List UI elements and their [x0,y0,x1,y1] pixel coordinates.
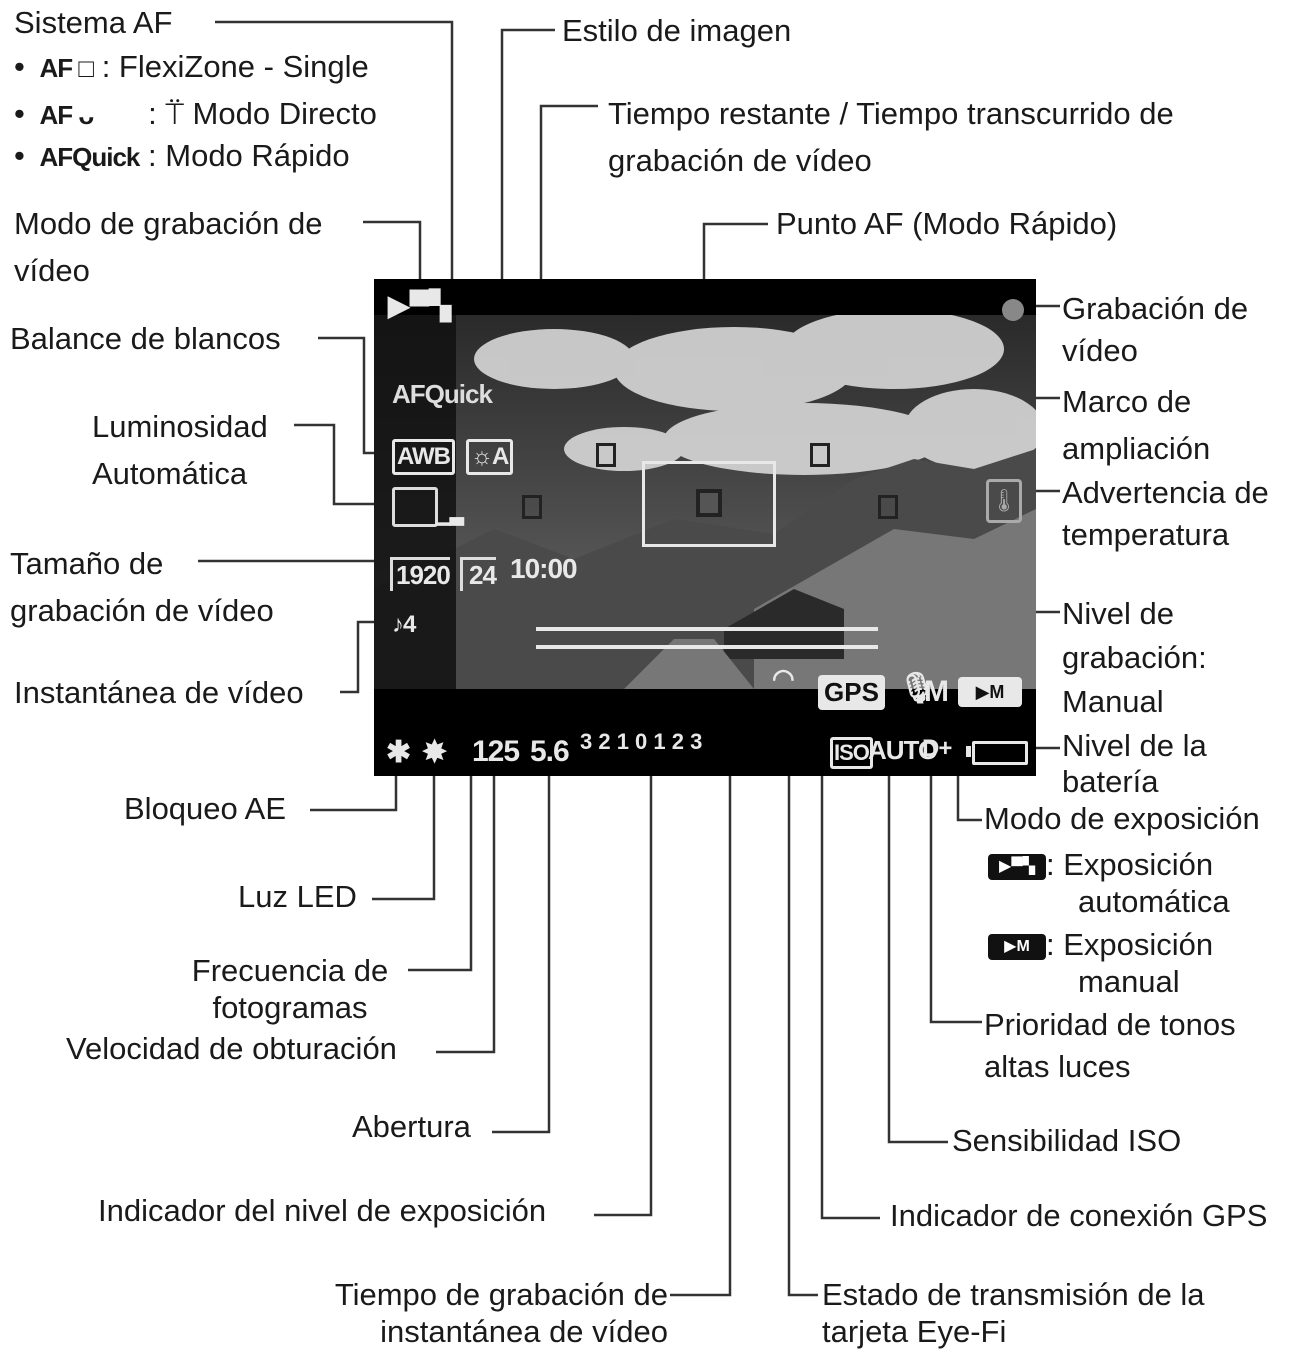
ae-lock-icon: ✱ [386,736,412,769]
line-eyefi [787,705,818,1297]
label-led: Luz LED [238,879,357,914]
line-iso [887,765,948,1144]
screen-mic: M [924,675,949,708]
label-shutter: Velocidad de obturación [66,1031,397,1066]
label-auto-exposure: ▶▀▚: Exposición automática [988,846,1230,920]
label-rec-size: Tamaño de grabación de vídeo [10,546,274,628]
screen-awb: AWB [392,439,455,475]
screen-gps: GPS [818,675,885,710]
screen-exposure-scale: 3 2 1 0 1 2 3 [580,729,703,754]
battery-tip-icon [966,746,971,757]
line-highlight [929,765,982,1024]
af-point-marker [810,443,830,467]
screen-shutter: 125 [472,735,520,768]
battery-icon [972,741,1028,765]
af-point-quick [696,489,722,517]
screen-picture-style: ☼A [466,439,514,475]
label-temp-warning: Advertencia de temperatura [1062,475,1269,552]
label-eyefi: Estado de transmisión de la tarjeta Eye-… [822,1277,1205,1349]
screen-iso-value: AUTO [868,735,938,765]
screen-iso: ISO [830,737,873,769]
label-snapshot-time: Tiempo de grabación de instantánea de ví… [334,1277,668,1349]
recording-dot-icon [1002,299,1024,321]
label-gps: Indicador de conexión GPS [890,1198,1268,1233]
label-aperture: Abertura [352,1109,471,1144]
label-white-balance: Balance de blancos [10,321,281,356]
label-rec-level: Nivel de grabación: Manual [1062,596,1207,719]
label-auto-lighting: Luminosidad Automática [92,409,268,491]
label-picture-style: Estilo de imagen [562,13,792,48]
screen-af-quick: AFQuick [392,379,493,409]
line-aperture [492,765,551,1134]
af-point-marker [522,495,542,519]
screen-d-plus: D+ [922,735,952,762]
led-light-icon: ✸ [422,736,448,769]
snapshot-time-bar [536,645,878,649]
line-gps [820,705,880,1220]
screen-snapshot: ♪4 [392,611,416,638]
label-battery: Nivel de la batería [1062,728,1207,799]
af-point-marker [596,443,616,467]
label-af-quick: • AFQuick : Modo Rápido [14,138,350,173]
label-af-flexizone: • AF □ : FlexiZone - Single [14,49,369,84]
screen-fps: 24 [460,557,497,591]
label-rec-mode: Modo de grabación de vídeo [14,206,323,288]
label-af-live: • AF ᴗ : ⍡ Modo Directo [14,96,377,131]
label-highlight-tone: Prioridad de tonos altas luces [984,1007,1236,1084]
auto-lighting-bars-icon: ▁▃ [436,505,464,525]
screen-expo-mode: ▶M [958,677,1022,707]
label-af-system: Sistema AF [14,5,173,40]
snapshot-time-bar [536,627,878,631]
label-time-remaining: Tiempo restante / Tiempo transcurrido de… [608,96,1174,178]
label-frame-rate: Frecuencia de fotogramas [191,953,389,1025]
auto-exposure-icon: ▶▀▚ [988,853,1046,880]
magnify-frame [642,461,776,547]
camera-screen: ▶▀▚ AFQuick AWB ☼A ▁▃ 1920 24 10:00 ♪4 🌡… [374,279,1036,776]
label-video-snapshot: Instantánea de vídeo [14,675,304,710]
af-point-marker [878,495,898,519]
screen-time: 10:00 [510,553,578,584]
line-exposure [594,748,653,1217]
auto-lighting-icon [392,487,438,527]
manual-exposure-icon: ▶M [988,933,1046,960]
line-shutter [436,765,496,1054]
eyefi-icon: ◠ [772,663,795,693]
temperature-warning-icon: 🌡 [986,479,1022,523]
label-exposure-mode: Modo de exposición [984,801,1260,836]
line-led [372,765,436,901]
mic-icon: 🎙 [898,672,937,705]
movie-mode-icon: ▶▀▚ [388,290,451,321]
screen-size: 1920 [390,557,451,591]
screen-aperture: 5.6 [530,735,570,768]
label-video-recording: Grabación de vídeo [1062,291,1249,368]
label-ae-lock: Bloqueo AE [124,791,287,826]
scene-image [374,279,1036,776]
label-iso: Sensibilidad ISO [952,1123,1182,1158]
label-exposure-level: Indicador del nivel de exposición [98,1193,547,1228]
label-af-point: Punto AF (Modo Rápido) [776,206,1118,241]
label-manual-exposure: ▶M: Exposición manual [988,926,1213,1000]
label-magnify-frame: Marco de ampliación [1062,384,1211,466]
